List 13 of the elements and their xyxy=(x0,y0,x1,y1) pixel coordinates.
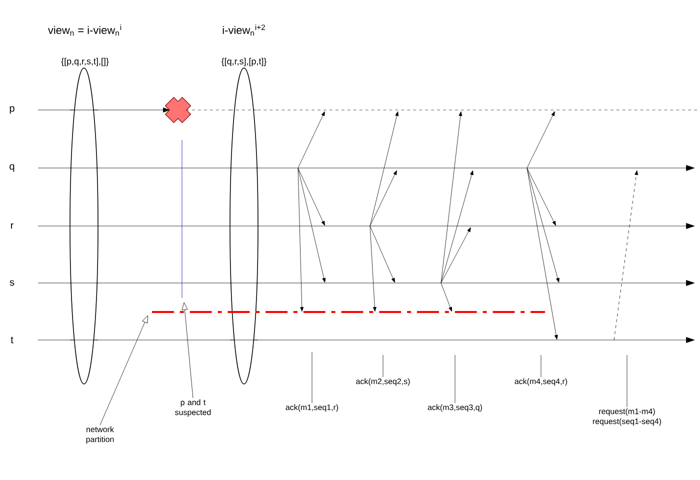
process-name: p xyxy=(10,106,14,114)
tick-mark xyxy=(382,354,384,378)
view-change-ellipse xyxy=(230,68,258,384)
process-name: s xyxy=(10,280,14,286)
leader-line xyxy=(182,302,194,398)
view-change-ellipse xyxy=(70,68,98,384)
process-name: q xyxy=(10,164,14,172)
leader-line xyxy=(100,315,148,426)
tick-mark xyxy=(540,354,542,378)
process-name: r xyxy=(11,223,14,229)
tick-mark xyxy=(626,354,628,408)
tick-mark xyxy=(454,354,456,404)
process-name: t xyxy=(10,336,14,344)
